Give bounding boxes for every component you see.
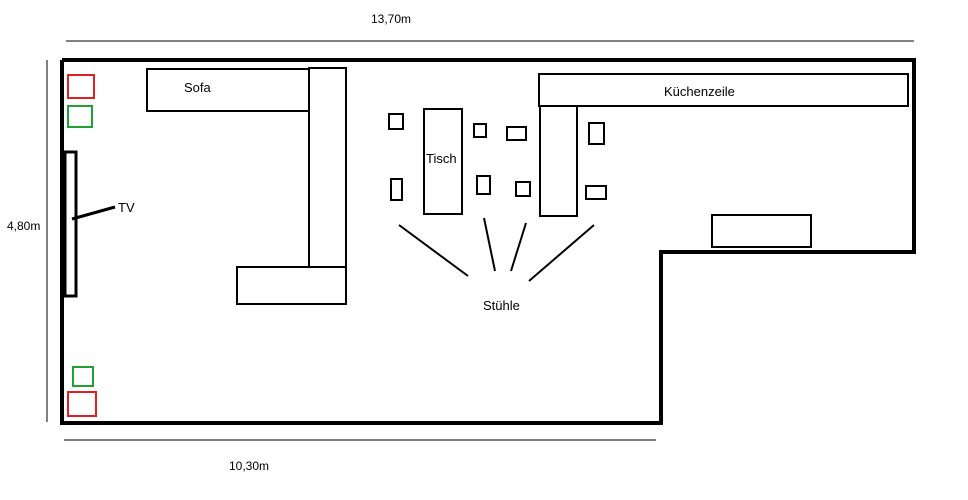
green-marker-top <box>67 105 93 128</box>
table <box>423 108 463 215</box>
left-dimension-label: 4,80m <box>7 219 41 233</box>
chairs-label: Stühle <box>483 298 520 313</box>
sofa-bottom <box>236 266 347 305</box>
chairs-pointer-line <box>528 224 595 282</box>
red-marker-bottom <box>67 391 97 417</box>
kitchen-counter <box>538 73 909 107</box>
sofa-side <box>308 67 347 268</box>
chair <box>390 178 403 201</box>
chair <box>506 126 527 141</box>
top-dimension-label: 13,70m <box>371 12 412 26</box>
chair <box>388 113 404 130</box>
kitchen-island <box>539 105 578 217</box>
red-marker-top <box>67 74 95 99</box>
outer-wall <box>60 58 916 425</box>
chair <box>515 181 531 197</box>
tv-pointer <box>71 205 116 221</box>
sofa-top <box>146 68 310 112</box>
chair <box>476 175 491 195</box>
sofa-label: Sofa <box>184 80 211 95</box>
chair <box>585 185 607 200</box>
chairs-pointer-line <box>510 222 527 272</box>
kitchen-block <box>711 214 812 248</box>
tv-unit <box>63 150 78 298</box>
tv-label: TV <box>118 200 135 215</box>
kitchen-label: Küchenzeile <box>664 84 735 99</box>
table-label: Tisch <box>426 151 457 166</box>
chair <box>473 123 487 138</box>
chair <box>588 122 605 145</box>
bottom-dimension-label: 10,30m <box>229 459 270 473</box>
chairs-pointer-line <box>483 217 496 272</box>
green-marker-bottom <box>72 366 94 387</box>
chairs-pointer-line <box>398 224 469 277</box>
